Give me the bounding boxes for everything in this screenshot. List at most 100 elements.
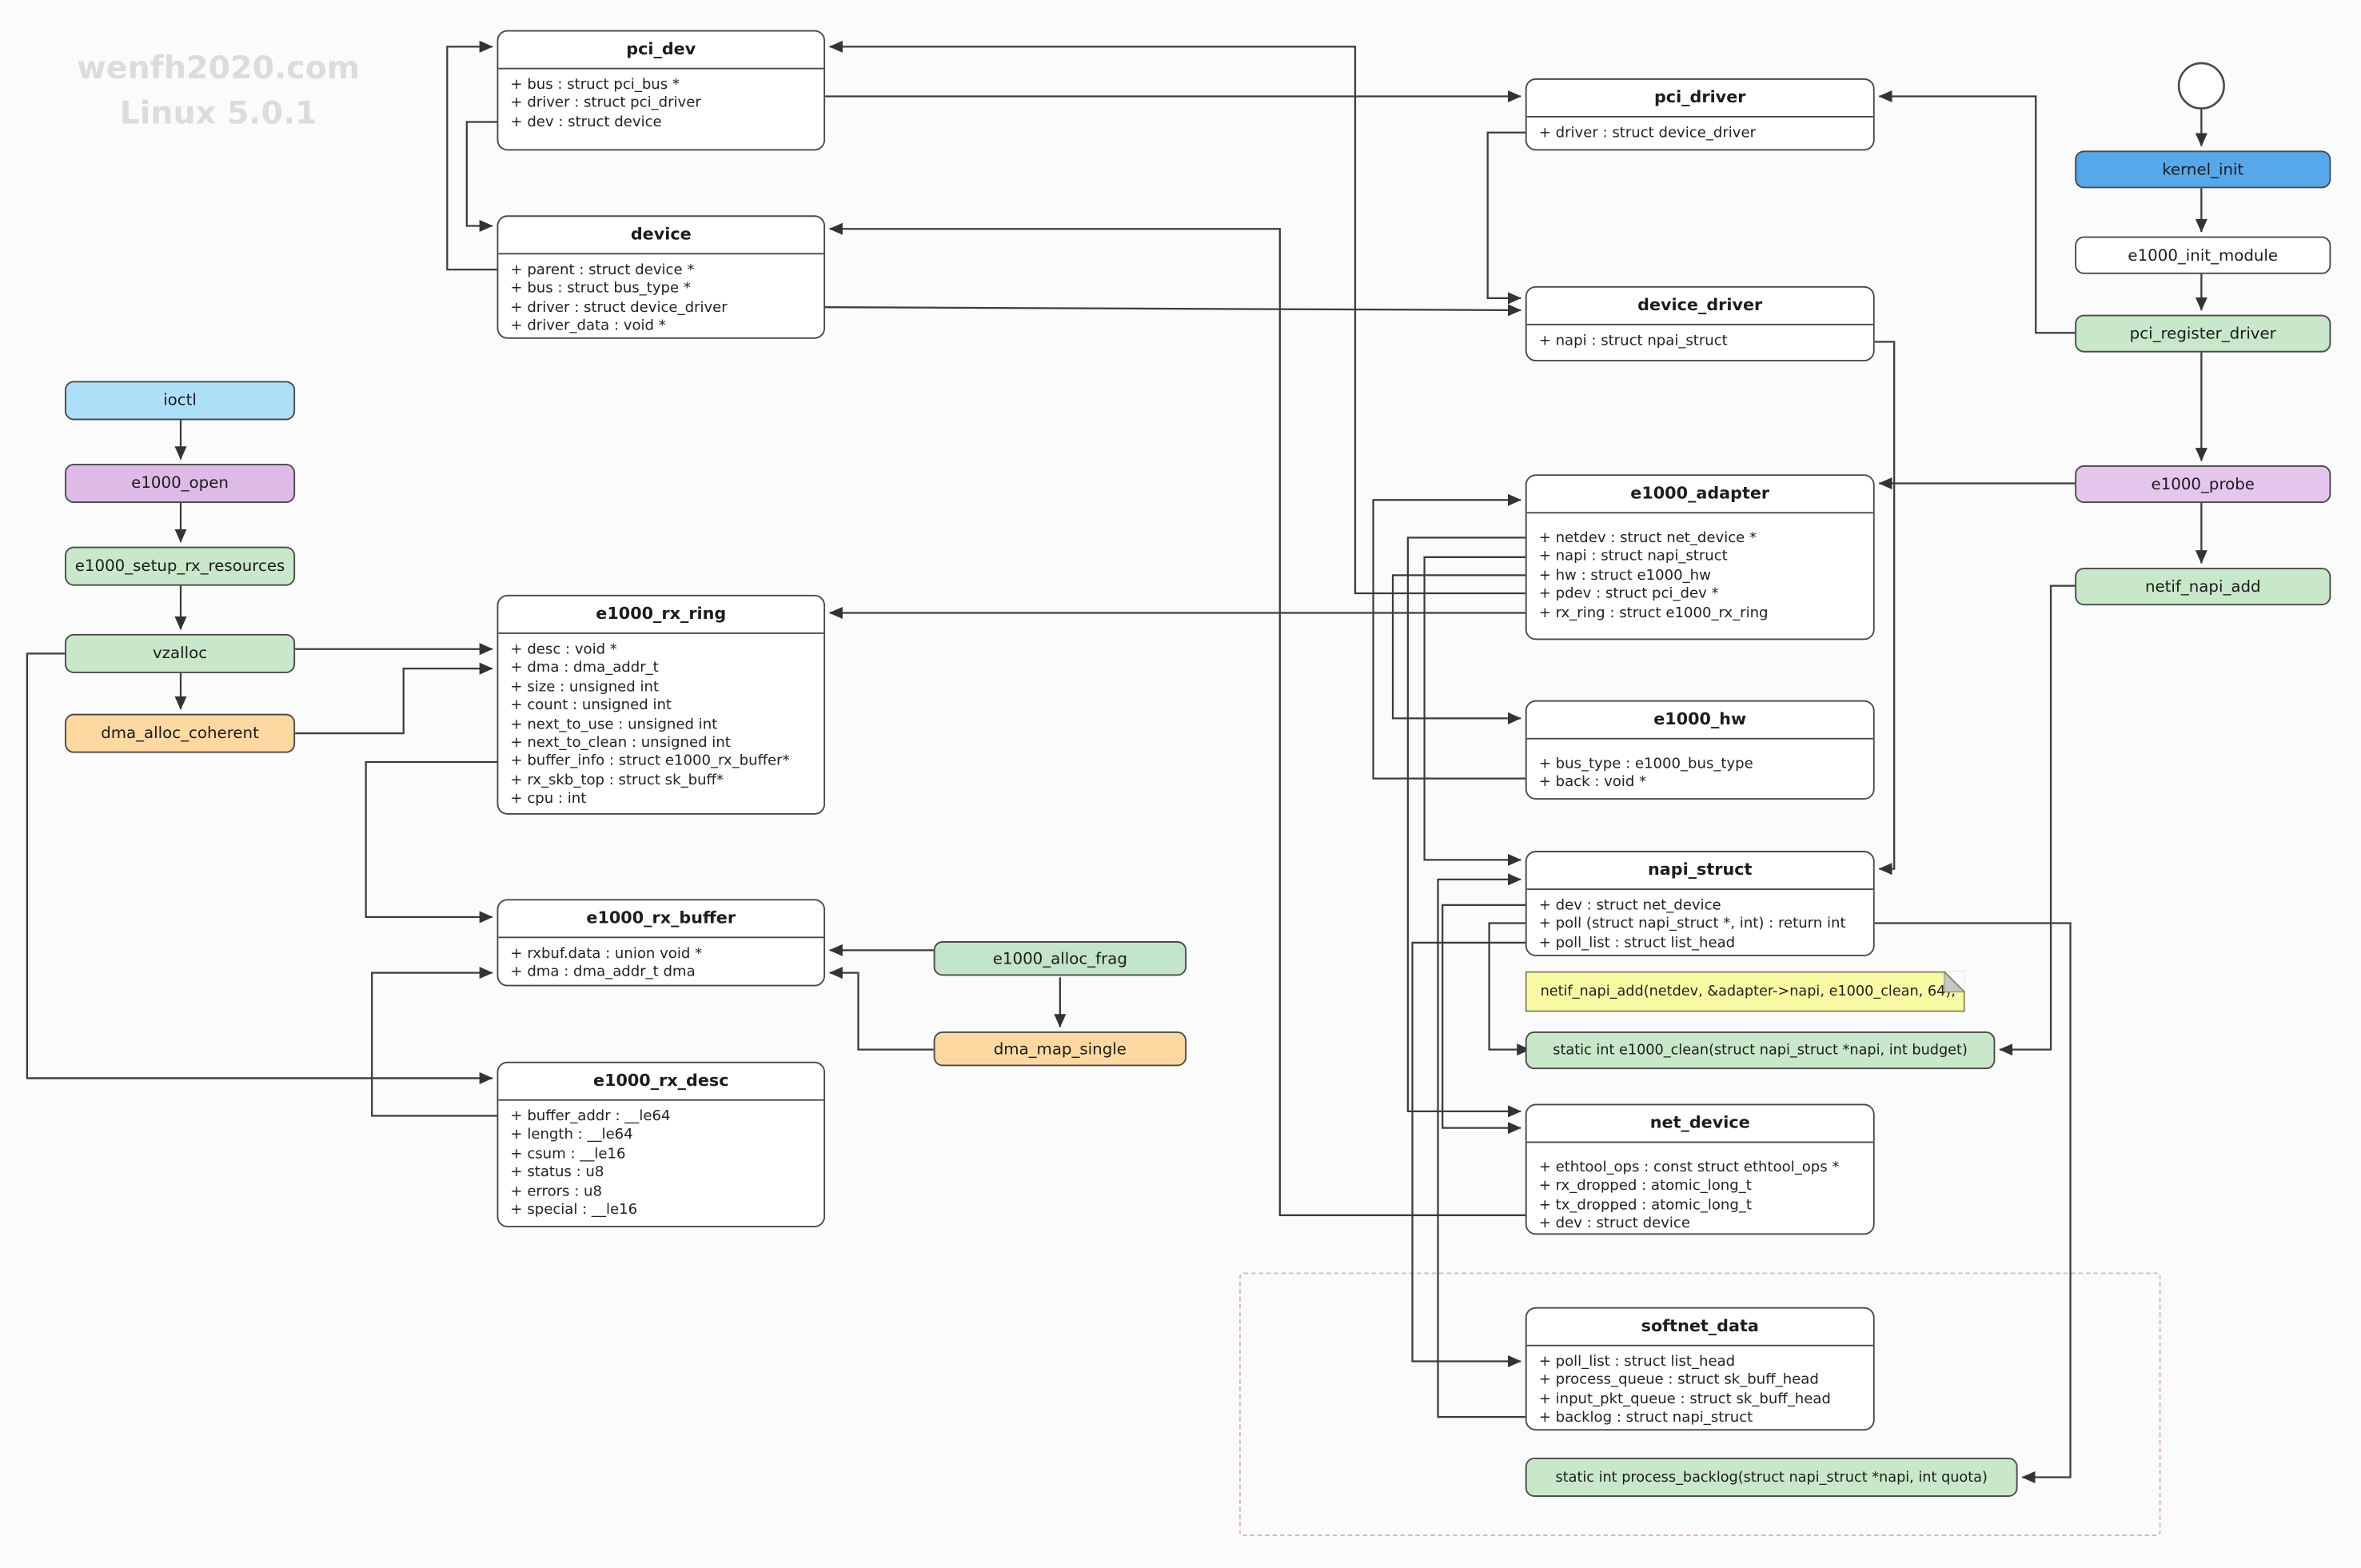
class-field: + dev : struct device xyxy=(510,114,662,131)
class-title: pci_driver xyxy=(1526,80,1873,118)
class-field: + driver : struct pci_driver xyxy=(510,95,701,113)
flow-label: ioctl xyxy=(163,391,197,410)
class-field: + netdev : struct net_device * xyxy=(1538,529,1757,547)
class-field: + pdev : struct pci_dev * xyxy=(1538,586,1719,603)
flow-label: kernel_init xyxy=(2162,160,2244,179)
connector-line xyxy=(1874,922,2072,1484)
code-note: netif_napi_add(netdev, &adapter->napi, e… xyxy=(1525,971,1965,1012)
class-field: + bus : struct bus_type * xyxy=(510,281,691,297)
class-field: + dev : struct device xyxy=(1538,1215,1690,1232)
flow-label: e1000_open xyxy=(131,474,229,493)
class-field: + driver : struct device_driver xyxy=(1538,125,1757,142)
class-field: + rxbuf.data : union void * xyxy=(510,945,703,963)
connector-line xyxy=(26,652,493,1084)
class-field: + size : unsigned int xyxy=(510,679,660,696)
flow-box-e1000_clean: static int e1000_clean(struct napi_struc… xyxy=(1525,1031,1996,1070)
class-title: softnet_data xyxy=(1526,1309,1873,1347)
flow-label: dma_map_single xyxy=(993,1039,1127,1059)
flow-label: static int process_backlog(struct napi_s… xyxy=(1555,1469,1988,1486)
class-field: + tx_dropped : atomic_long_t xyxy=(1538,1196,1753,1214)
flow-box-netif_napi_add: netif_napi_add xyxy=(2075,568,2331,606)
class-field: + dev : struct net_device xyxy=(1538,897,1721,915)
class-box-e1000_hw: e1000_hw+ bus_type : e1000_bus_type+ bac… xyxy=(1525,700,1875,800)
flow-box-kernel_init: kernel_init xyxy=(2075,150,2331,189)
class-box-e1000_rx_ring: e1000_rx_ring+ desc : void *+ dma : dma_… xyxy=(497,594,826,815)
class-title: device xyxy=(498,217,824,255)
connector-line xyxy=(1437,873,1525,1418)
class-field: + napi : struct npai_struct xyxy=(1538,333,1728,349)
class-field: + process_queue : struct sk_buff_head xyxy=(1538,1372,1819,1390)
class-field: + rx_ring : struct e1000_rx_ring xyxy=(1538,604,1769,622)
class-field: + next_to_use : unsigned int xyxy=(510,716,718,733)
class-field: + dma : dma_addr_t dma xyxy=(510,964,696,981)
class-field: + napi : struct napi_struct xyxy=(1538,549,1728,565)
class-field: + poll_list : struct list_head xyxy=(1538,935,1736,952)
class-field: + count : unsigned int xyxy=(510,697,672,715)
dashed-region xyxy=(1238,1272,2161,1536)
flow-box-process_backlog: static int process_backlog(struct napi_s… xyxy=(1525,1458,2018,1497)
flow-label: e1000_setup_rx_resources xyxy=(74,557,285,576)
class-field: + desc : void * xyxy=(510,641,617,658)
class-field: + special : __le16 xyxy=(510,1201,638,1219)
connector-line xyxy=(1878,90,2076,334)
connector-line xyxy=(828,967,934,1051)
connector-line xyxy=(1488,922,1531,1056)
connector-line xyxy=(1999,585,2076,1056)
class-box-e1000_rx_desc: e1000_rx_desc+ buffer_addr : __le64+ len… xyxy=(497,1061,826,1227)
flow-box-vzalloc: vzalloc xyxy=(64,633,296,673)
flow-label: dma_alloc_coherent xyxy=(101,724,259,743)
connector-line xyxy=(446,40,497,271)
class-field: + driver : struct device_driver xyxy=(510,299,728,317)
class-title: e1000_adapter xyxy=(1526,476,1873,514)
watermark: wenfh2020.com Linux 5.0.1 xyxy=(60,45,376,135)
class-title: pci_dev xyxy=(498,32,824,70)
class-field: + next_to_clean : unsigned int xyxy=(510,735,731,752)
class-box-napi_struct: napi_struct + dev : struct net_device + po… xyxy=(1525,851,1875,956)
class-field: + parent : struct device * xyxy=(510,261,695,279)
class-field: + ethtool_ops : const struct ethtool_ops… xyxy=(1538,1159,1840,1176)
class-box-softnet_data: softnet_data + poll_list : struct list_he… xyxy=(1525,1307,1875,1431)
connector-line xyxy=(828,222,1525,1216)
class-field: + input_pkt_queue : struct sk_buff_head xyxy=(1538,1390,1831,1408)
connector-line xyxy=(1442,904,1525,1135)
class-field: + status : u8 xyxy=(510,1164,604,1181)
class-field: + hw : struct e1000_hw xyxy=(1538,567,1711,585)
connector-line xyxy=(1372,493,1525,780)
class-title: napi_struct xyxy=(1526,852,1873,891)
class-box-device_driver: device_driver + napi : struct npai_struct xyxy=(1525,285,1875,361)
flow-box-e1000_open: e1000_open xyxy=(64,464,296,504)
class-field: + poll_list : struct list_head xyxy=(1538,1354,1736,1371)
class-field: + rx_skb_top : struct sk_buff* xyxy=(510,772,724,789)
class-title: e1000_rx_desc xyxy=(498,1063,824,1101)
note-fold-icon xyxy=(1944,971,1965,993)
class-field: + length : __le64 xyxy=(510,1127,633,1144)
connector-line xyxy=(371,967,497,1117)
class-title: e1000_rx_buffer xyxy=(498,900,824,939)
class-title: device_driver xyxy=(1526,288,1873,325)
class-field: + bus_type : e1000_bus_type xyxy=(1538,756,1753,773)
connector-line xyxy=(1391,574,1525,724)
flow-label: pci_register_driver xyxy=(2129,324,2276,343)
flow-box-e1000_setup_rx_resources: e1000_setup_rx_resources xyxy=(64,546,296,586)
flow-label: e1000_probe xyxy=(2151,475,2255,493)
class-title: e1000_rx_ring xyxy=(498,596,824,634)
flow-box-e1000_probe: e1000_probe xyxy=(2075,465,2331,504)
class-field: + bus : struct pci_bus * xyxy=(510,77,680,94)
watermark-line2: Linux 5.0.1 xyxy=(119,94,317,131)
class-box-pci_dev: pci_dev + bus : struct pci_bus *+ driver … xyxy=(497,30,826,151)
class-title: e1000_hw xyxy=(1526,702,1873,740)
connector-line xyxy=(828,40,1525,595)
flow-label: e1000_alloc_frag xyxy=(992,949,1127,968)
connector-line xyxy=(1406,537,1525,1118)
class-box-device: device + parent : struct device * + bus : … xyxy=(497,215,826,339)
flow-box-ioctl: ioctl xyxy=(64,381,296,421)
class-box-pci_driver: pci_driver + driver : struct device_drive… xyxy=(1525,78,1875,151)
class-field: + csum : __le16 xyxy=(510,1145,626,1163)
flow-label: vzalloc xyxy=(152,644,208,663)
connector-line xyxy=(1486,131,1525,305)
class-field: + errors : u8 xyxy=(510,1183,602,1200)
connector-line xyxy=(365,760,497,924)
flow-label: static int e1000_clean(struct napi_struc… xyxy=(1553,1042,1968,1059)
